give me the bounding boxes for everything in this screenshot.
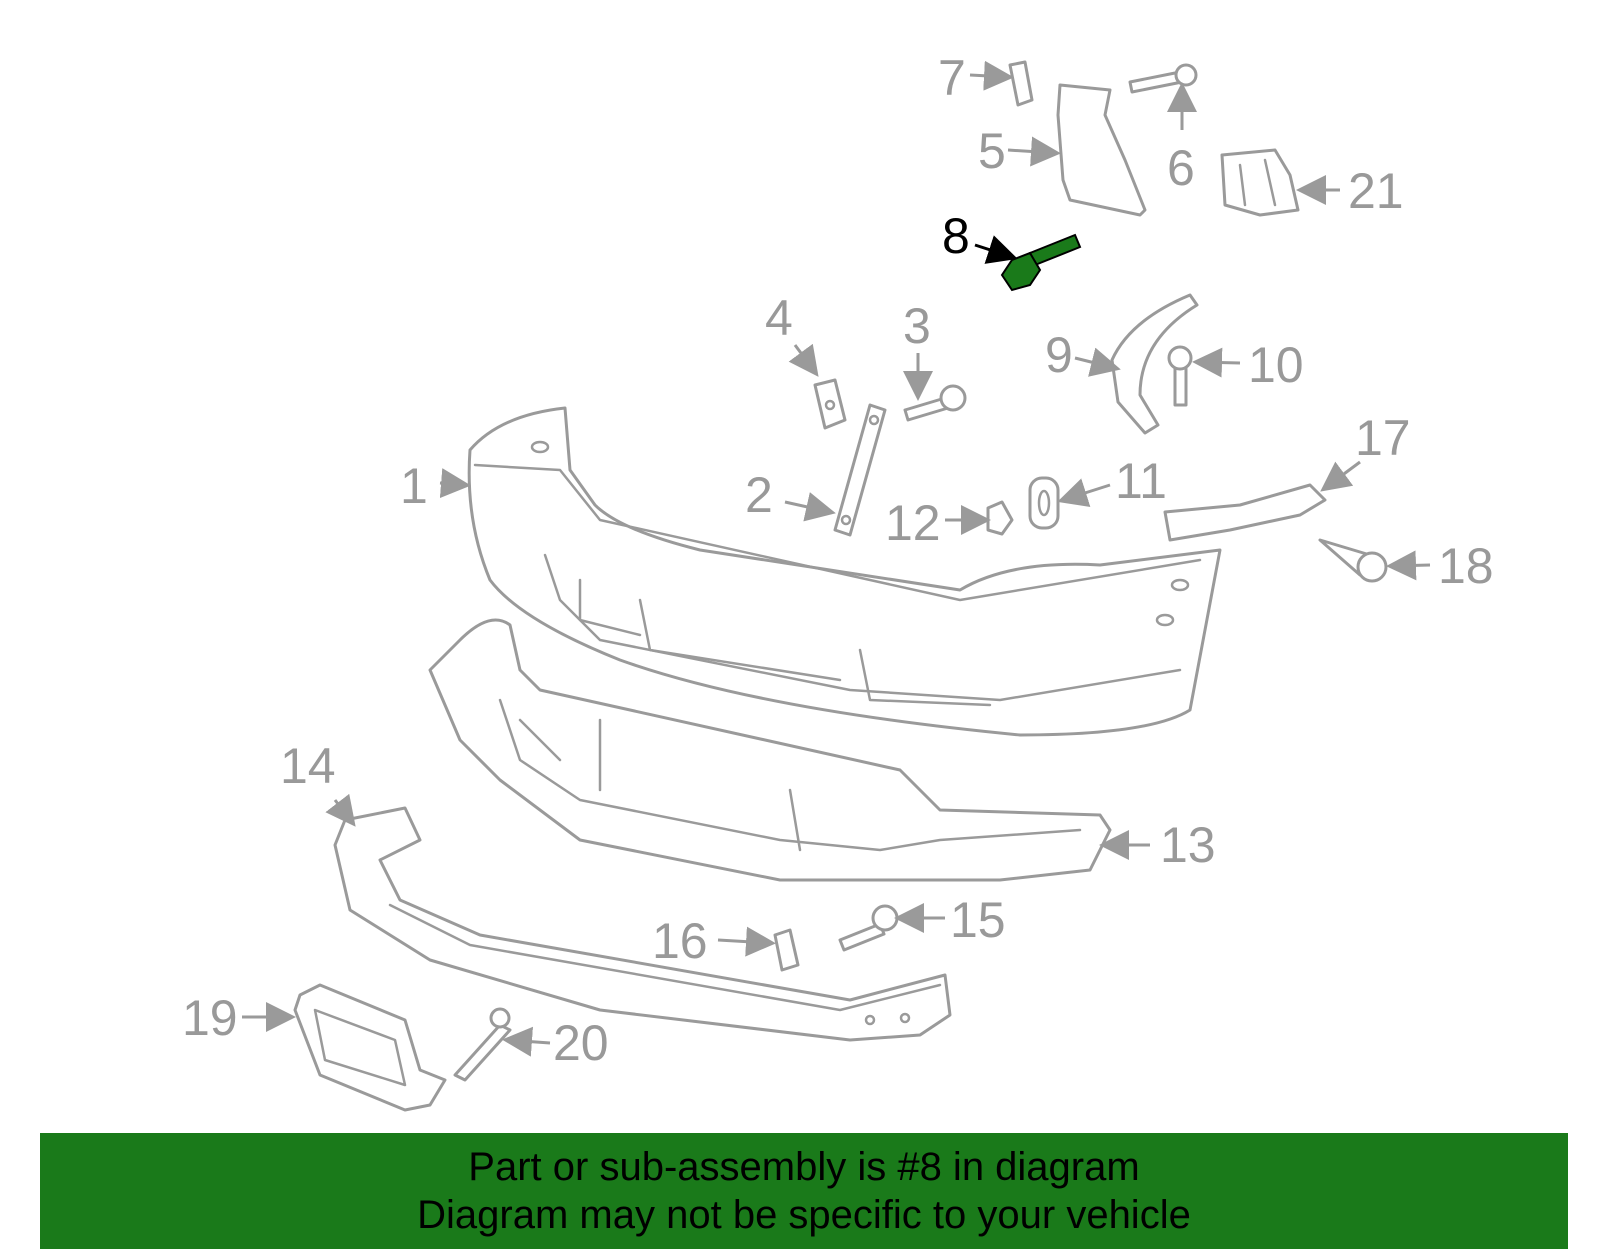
part-4-clip [813, 378, 847, 430]
callout-15: 15 [950, 892, 1006, 948]
part-5-plate [1056, 83, 1147, 217]
parts-diagram: 1 2 3 4 5 6 7 8 9 10 11 12 13 14 15 16 1… [182, 50, 1494, 1112]
callout-11: 11 [1115, 453, 1167, 509]
part-10-bolt [1167, 345, 1193, 407]
callout-21: 21 [1348, 163, 1404, 219]
part-14-lower-bar [333, 806, 952, 1042]
callout-12: 12 [885, 495, 941, 551]
callout-7: 7 [938, 50, 966, 106]
callout-19: 19 [182, 990, 238, 1046]
callout-2: 2 [745, 467, 773, 523]
part-11-grommet [1028, 476, 1060, 530]
banner-line-1: Part or sub-assembly is #8 in diagram [468, 1145, 1140, 1189]
part-12-nut [986, 500, 1014, 536]
callout-14: 14 [280, 738, 336, 794]
callout-18: 18 [1438, 538, 1494, 594]
banner-line-2: Diagram may not be specific to your vehi… [417, 1193, 1191, 1237]
callout-17: 17 [1355, 410, 1411, 466]
part-1-bumper [467, 406, 1222, 737]
part-2-bracket [833, 403, 887, 537]
part-18-screw [1318, 538, 1388, 583]
info-banner: Part or sub-assembly is #8 in diagram Di… [40, 1133, 1568, 1249]
part-13-valance [428, 618, 1112, 882]
part-8-bolt-highlighted [1000, 233, 1082, 292]
part-19-plate-bracket [293, 983, 447, 1112]
callout-10: 10 [1248, 337, 1304, 393]
part-7-clip [1008, 60, 1034, 107]
part-3-bolt [903, 384, 967, 422]
callout-5: 5 [978, 123, 1006, 179]
callout-6: 6 [1167, 140, 1195, 196]
callout-3: 3 [903, 298, 931, 354]
callout-20: 20 [553, 1015, 609, 1071]
callout-1: 1 [400, 458, 428, 514]
part-15-bolt [838, 904, 899, 952]
part-16-clip [773, 928, 800, 972]
callout-16: 16 [652, 913, 708, 969]
callout-9: 9 [1045, 327, 1073, 383]
part-17-trim [1163, 483, 1327, 542]
callout-4: 4 [765, 290, 793, 346]
callout-13: 13 [1160, 817, 1216, 873]
part-20-rivet [453, 1007, 512, 1082]
part-9-arc-bracket [1110, 293, 1199, 435]
part-6-bolt [1128, 63, 1198, 94]
callout-8: 8 [942, 208, 970, 264]
part-21-bracket [1220, 148, 1300, 217]
